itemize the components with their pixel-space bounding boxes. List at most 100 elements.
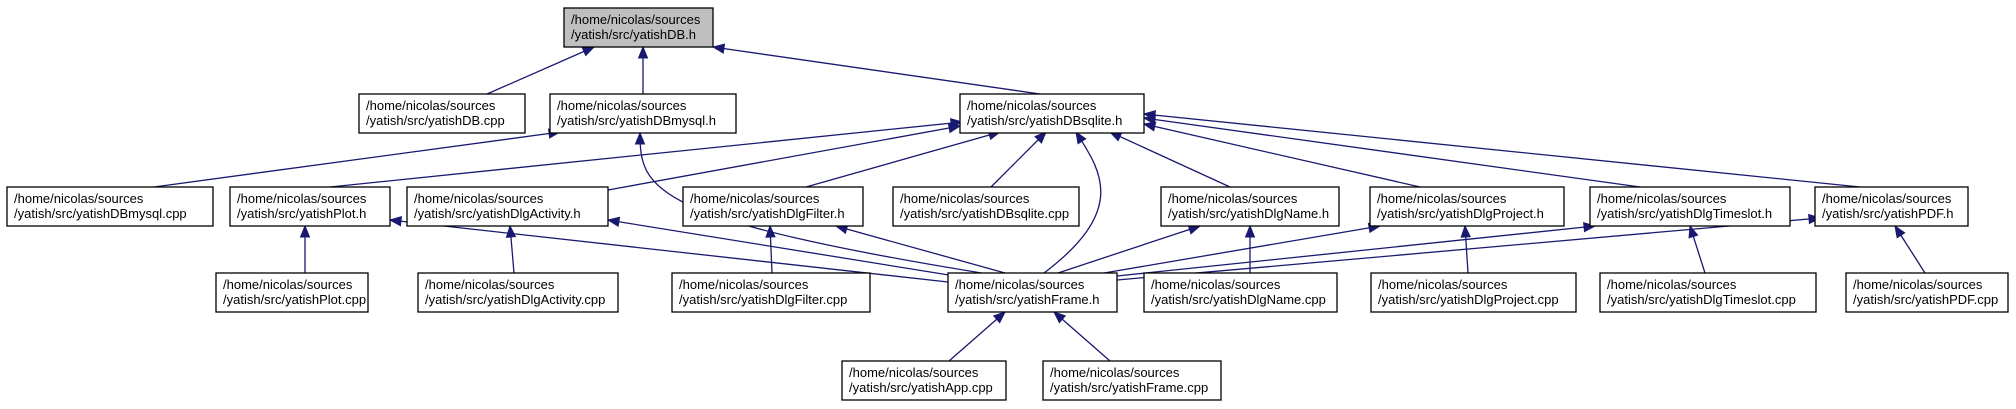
file-node-box [1369,186,1565,227]
file-node-project-h[interactable]: /home/nicolas/sources/yatish/src/yatishD… [1369,186,1565,227]
file-node-timeslot-h[interactable]: /home/nicolas/sources/yatish/src/yatishD… [1589,186,1791,227]
file-node-plot-cpp[interactable]: /home/nicolas/sources/yatish/src/yatishP… [215,272,369,313]
file-node-filter-h[interactable]: /home/nicolas/sources/yatish/src/yatishD… [682,186,864,227]
file-node-plot-h[interactable]: /home/nicolas/sources/yatish/src/yatishP… [229,186,391,227]
edge-filter-cpp-to-filter-h [765,224,776,274]
edge-plot-h-to-sqlite-h-line [329,121,963,188]
file-node-directory-label: /home/nicolas/sources [571,12,701,27]
file-node-directory-label: /home/nicolas/sources [1378,277,1508,292]
edge-frame-h-to-filter-h-line [835,225,1006,274]
file-node-frame-cpp[interactable]: /home/nicolas/sources/yatish/src/yatishF… [1042,360,1222,401]
file-node-box [229,186,391,227]
edge-frame-h-to-sqlite-h-line [1039,131,1102,277]
file-node-path-label: /yatish/src/yatishDlgFilter.cpp [679,292,847,307]
file-node-sqlite-cpp[interactable]: /home/nicolas/sources/yatish/src/yatishD… [892,186,1080,227]
edge-pdf-cpp-to-pdf-h [1894,224,1926,274]
file-node-mysql-h[interactable]: /home/nicolas/sources/yatish/src/yatishD… [549,93,737,134]
file-node-path-label: /yatish/src/yatishDlgTimeslot.cpp [1607,292,1796,307]
file-node-directory-label: /home/nicolas/sources [1607,277,1737,292]
file-node-app-cpp[interactable]: /home/nicolas/sources/yatish/src/yatishA… [841,360,1007,401]
file-node-project-cpp[interactable]: /home/nicolas/sources/yatish/src/yatishD… [1370,272,1577,313]
edge-db-cpp-to-db-h-arrowhead [581,46,596,57]
edge-project-h-to-sqlite-h [1142,121,1421,188]
edge-filter-cpp-to-filter-h-arrowhead [765,224,776,238]
edge-mysql-cpp-to-mysql-h-line [153,131,561,188]
edge-frame-h-to-timeslot-h-arrowhead [1583,221,1597,233]
file-node-db-h[interactable]: /home/nicolas/sources/yatish/src/yatishD… [563,7,714,48]
file-node-act-h[interactable]: /home/nicolas/sources/yatish/src/yatishD… [406,186,609,227]
edge-act-cpp-to-act-h-arrowhead [505,224,517,238]
edge-pdf-h-to-sqlite-h-arrowhead [1142,109,1156,121]
edge-frame-h-to-project-h [1103,222,1382,274]
file-node-name-cpp[interactable]: /home/nicolas/sources/yatish/src/yatishD… [1143,272,1338,313]
edge-project-h-to-sqlite-h-line [1143,123,1421,188]
file-node-directory-label: /home/nicolas/sources [900,191,1030,206]
file-node-directory-label: /home/nicolas/sources [955,277,1085,292]
file-node-box [563,7,714,48]
file-node-act-cpp[interactable]: /home/nicolas/sources/yatish/src/yatishD… [417,272,619,313]
file-node-box [1042,360,1222,401]
file-node-directory-label: /home/nicolas/sources [967,98,1097,113]
file-node-path-label: /yatish/src/yatishDlgName.h [1168,206,1329,221]
file-node-box [1845,272,2009,313]
edge-act-h-to-sqlite-h [607,122,962,191]
edge-frame-h-to-name-h [1057,224,1202,274]
edge-act-cpp-to-act-h [505,224,517,274]
edge-mysql-h-to-db-h [637,45,649,94]
edge-sqlite-h-to-db-h-arrowhead [711,43,726,54]
file-node-directory-label: /home/nicolas/sources [1853,277,1983,292]
file-node-directory-label: /home/nicolas/sources [1050,365,1180,380]
file-node-box [892,186,1080,227]
edge-name-cpp-to-name-h [1244,224,1256,273]
file-node-box [671,272,871,313]
file-node-box [947,272,1118,313]
edge-mysql-h-to-db-h-arrowhead [637,45,649,59]
edge-timeslot-h-to-sqlite-h [1142,114,1641,188]
file-node-path-label: /yatish/src/yatishDB.h [571,27,696,42]
edge-frame-h-to-plot-h-arrowhead [388,216,403,227]
file-node-path-label: /yatish/src/yatishDBmysql.h [557,113,716,128]
edge-frame-h-to-act-h [606,216,956,277]
edge-db-cpp-to-db-h [486,46,596,95]
edge-frame-h-to-sqlite-h [1039,130,1102,277]
file-node-sqlite-h[interactable]: /home/nicolas/sources/yatish/src/yatishD… [959,93,1145,134]
file-node-path-label: /yatish/src/yatishPDF.h [1822,206,1954,221]
file-node-box [549,93,737,134]
edge-sqlite-cpp-to-sqlite-h-line [990,131,1047,188]
file-node-path-label: /yatish/src/yatishDlgTimeslot.h [1597,206,1772,221]
edge-plot-cpp-to-plot-h [299,224,311,273]
file-node-mysql-cpp[interactable]: /home/nicolas/sources/yatish/src/yatishD… [6,186,214,227]
edge-sqlite-h-to-db-h-line [712,46,1041,95]
file-node-path-label: /yatish/src/yatishDlgProject.cpp [1378,292,1559,307]
edge-timeslot-h-to-sqlite-h-line [1143,117,1641,188]
file-node-path-label: /yatish/src/yatishDBsqlite.cpp [900,206,1069,221]
file-node-timeslot-cpp[interactable]: /home/nicolas/sources/yatish/src/yatishD… [1599,272,1817,313]
file-node-filter-cpp[interactable]: /home/nicolas/sources/yatish/src/yatishD… [671,272,871,313]
file-node-db-cpp[interactable]: /home/nicolas/sources/yatish/src/yatishD… [358,93,526,134]
edge-frame-h-to-sqlite-h-arrowhead [1075,130,1087,145]
file-node-directory-label: /home/nicolas/sources [1597,191,1727,206]
file-node-box [215,272,369,313]
file-node-path-label: /yatish/src/yatishDBsqlite.h [967,113,1122,128]
file-node-directory-label: /home/nicolas/sources [1151,277,1281,292]
file-node-path-label: /yatish/src/yatishDlgActivity.h [414,206,581,221]
edge-act-h-to-sqlite-h-line [607,125,961,191]
file-node-path-label: /yatish/src/yatishPlot.h [237,206,366,221]
edge-frame-h-to-project-h-line [1103,225,1381,274]
file-node-directory-label: /home/nicolas/sources [679,277,809,292]
file-node-box [1370,272,1577,313]
edge-pdf-cpp-to-pdf-h-arrowhead [1894,224,1906,239]
file-node-frame-h[interactable]: /home/nicolas/sources/yatish/src/yatishF… [947,272,1118,313]
file-node-box [959,93,1145,134]
edge-db-cpp-to-db-h-line [486,46,595,95]
edge-frame-h-to-filter-h [834,224,1006,274]
file-node-name-h[interactable]: /home/nicolas/sources/yatish/src/yatishD… [1160,186,1340,227]
file-node-box [417,272,619,313]
edge-name-h-to-sqlite-h [1108,131,1231,188]
edge-act-h-to-sqlite-h-arrowhead [947,122,962,134]
file-node-path-label: /yatish/src/yatishDB.cpp [366,113,505,128]
edge-sqlite-cpp-to-sqlite-h-arrowhead [1034,131,1047,144]
file-node-pdf-h[interactable]: /home/nicolas/sources/yatish/src/yatishP… [1814,186,1969,227]
file-node-pdf-cpp[interactable]: /home/nicolas/sources/yatish/src/yatishP… [1845,272,2009,313]
